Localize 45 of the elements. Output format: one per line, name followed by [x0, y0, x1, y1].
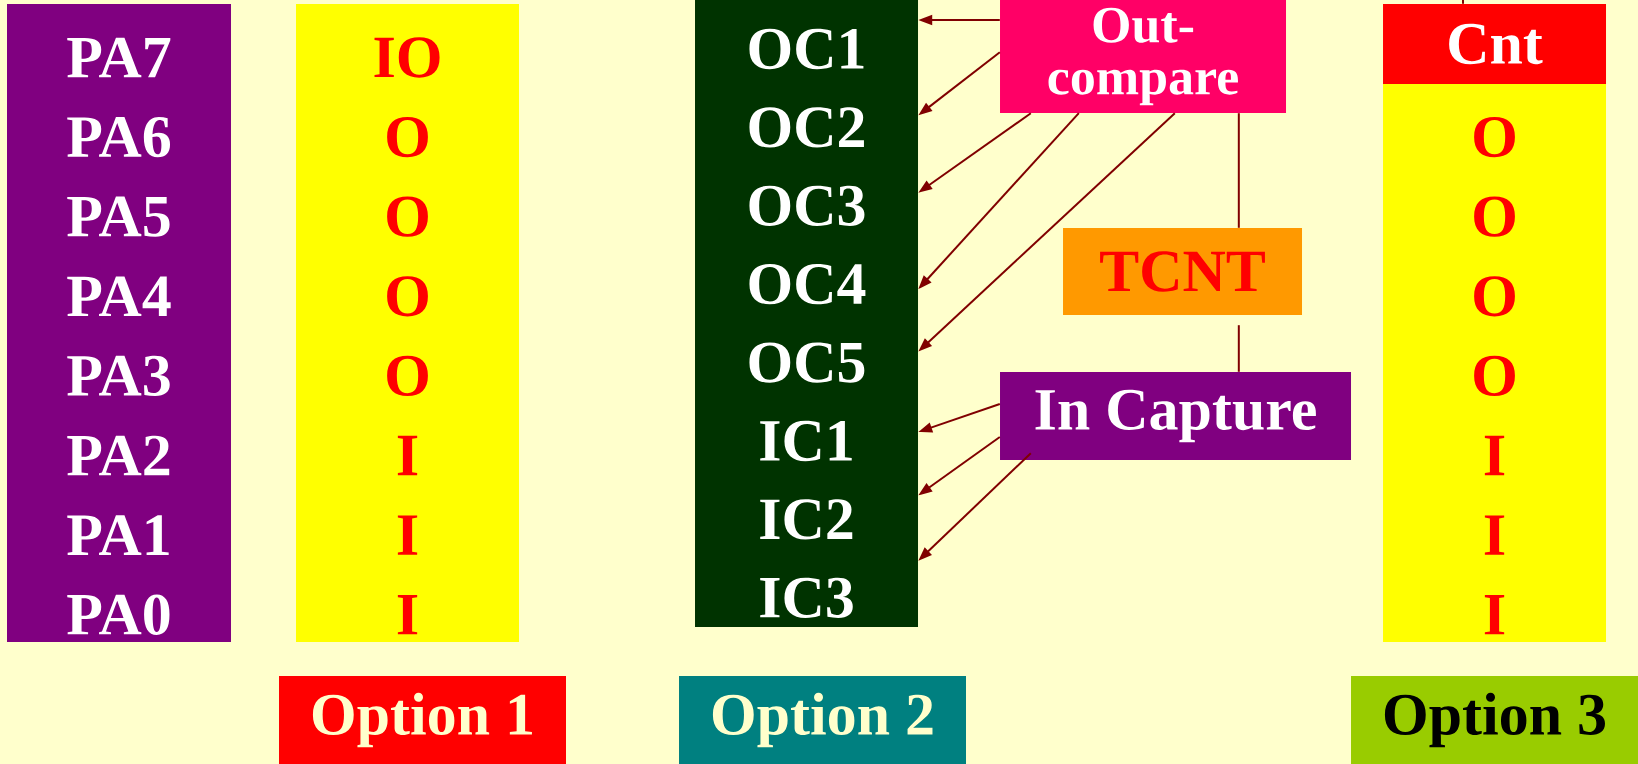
- row-label: I: [1484, 435, 1505, 476]
- row-label: PA7: [67, 37, 171, 78]
- signal-label: OC1: [749, 28, 864, 70]
- pin-column: [7, 4, 231, 642]
- row-label: O: [1474, 276, 1515, 317]
- direction-column: [1383, 84, 1606, 642]
- row-label: O: [1474, 116, 1515, 158]
- option-box: Option 2: [679, 676, 966, 764]
- row-label: PA3: [67, 355, 170, 397]
- row-label: PA2: [67, 435, 170, 476]
- signal-label: OC5: [749, 342, 865, 383]
- row-label: I: [397, 435, 418, 476]
- connector-line: [1237, 112, 1240, 229]
- row-label: IO: [374, 37, 440, 78]
- signal-label: OC4: [749, 264, 866, 305]
- signal-label: OC2: [749, 107, 864, 148]
- function-box: Out- compare: [1000, 0, 1286, 113]
- row-label: O: [387, 196, 428, 237]
- signal-label: IC2: [760, 499, 853, 540]
- row-label: PA4: [67, 276, 171, 317]
- signal-label: OC3: [749, 185, 865, 226]
- signal-label: IC1: [760, 420, 852, 462]
- counter-box: TCNT: [1063, 228, 1302, 315]
- direction-column: [296, 4, 519, 642]
- option-box: Option 3: [1351, 676, 1638, 764]
- signal-label: IC3: [760, 577, 853, 618]
- function-box: In Capture: [1000, 372, 1351, 460]
- row-label: PA5: [67, 196, 170, 237]
- connector-line: [1237, 324, 1240, 373]
- row-label: I: [397, 515, 418, 555]
- row-label: O: [1474, 196, 1515, 237]
- row-label: I: [1484, 595, 1505, 635]
- row-label: PA6: [67, 116, 171, 158]
- row-label: O: [387, 276, 428, 317]
- row-label: PA1: [67, 515, 169, 555]
- row-label: O: [1474, 355, 1515, 397]
- row-label: I: [1484, 515, 1505, 555]
- option-box: Option 1: [279, 676, 566, 764]
- row-label: O: [387, 116, 428, 158]
- row-label: O: [387, 355, 428, 397]
- header-cell: Cnt: [1383, 4, 1606, 84]
- signal-column: [695, 0, 918, 627]
- row-label: I: [397, 595, 418, 635]
- connector-line: [1462, 0, 1464, 5]
- row-label: PA0: [67, 594, 170, 635]
